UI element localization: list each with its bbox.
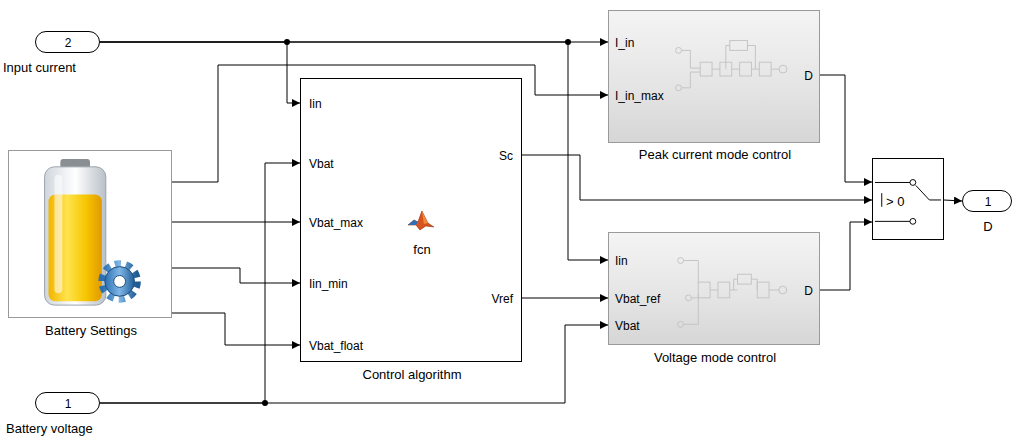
port-label: Iin <box>615 254 628 268</box>
port-label: Vref <box>491 292 513 306</box>
port-number: 1 <box>985 195 992 209</box>
block-icon <box>609 233 819 344</box>
block-icon <box>9 151 171 317</box>
signal-line <box>820 75 872 182</box>
junction-dot <box>565 39 571 45</box>
block-name: Control algorithm <box>363 367 462 382</box>
block-icon <box>609 11 819 142</box>
function-name: fcn <box>413 242 430 257</box>
matlab-function-block: IinVbatVbat_maxIin_minVbat_float fcn ScVre… <box>300 78 522 362</box>
inport-block: 1Battery voltage <box>35 392 100 414</box>
battery-settings-block: Battery Settings <box>8 150 172 318</box>
signal-line <box>944 200 962 201</box>
signal-name: Input current <box>3 60 76 75</box>
port-label: D <box>804 284 813 298</box>
switch-block: > 0 <box>872 158 944 240</box>
signal-line <box>522 298 608 299</box>
port-label: D <box>804 69 813 83</box>
port-label: Vbat_max <box>309 216 363 230</box>
block-name: Voltage mode control <box>654 350 776 365</box>
signal-line <box>172 268 300 283</box>
junction-dot <box>262 400 268 406</box>
block-name: Peak current mode control <box>639 147 791 162</box>
port-number: 2 <box>65 36 72 50</box>
port-label: Sc <box>499 149 513 163</box>
signal-line <box>820 222 872 290</box>
port-label: Vbat_ref <box>615 292 660 306</box>
subsystem-block: I_inI_in_maxDPeak current mode control <box>608 10 820 143</box>
outport-block: 1D <box>962 190 1012 212</box>
subsystem-block: IinVbat_refVbatDVoltage mode control <box>608 232 820 345</box>
port-label: I_in_max <box>615 89 664 103</box>
block-name: Battery Settings <box>45 323 137 338</box>
signal-name: D <box>983 219 992 234</box>
port-label: Vbat <box>309 157 334 171</box>
junction-dot <box>284 39 290 45</box>
inport-block: 2Input current <box>35 31 100 53</box>
signal-line <box>100 42 300 103</box>
block-icon <box>873 159 943 239</box>
port-label: Iin_min <box>309 277 348 291</box>
signal-line <box>172 222 300 223</box>
switch-criterion: > 0 <box>886 194 904 209</box>
signal-line <box>522 155 872 200</box>
signal-line <box>172 313 300 345</box>
port-label: Vbat_float <box>309 339 363 353</box>
port-label: Vbat <box>615 319 640 333</box>
port-number: 1 <box>65 397 72 411</box>
port-label: Iin <box>309 97 322 111</box>
port-label: I_in <box>615 36 634 50</box>
signal-name: Battery voltage <box>6 421 93 436</box>
